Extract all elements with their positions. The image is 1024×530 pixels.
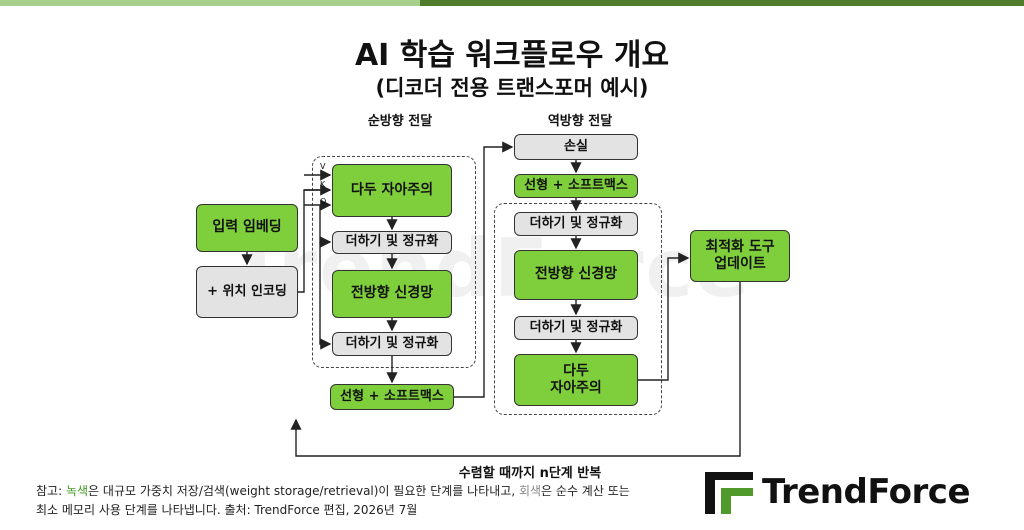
input-embedding-box: 입력 임베딩 [196, 204, 298, 252]
arrow-residual-2 [319, 242, 332, 350]
q-label: Q [320, 197, 327, 206]
footnote: 참고: 녹색은 대규모 가중치 저장/검색(weight storage/ret… [36, 482, 630, 520]
optimizer-line2: 업데이트 [714, 256, 766, 272]
top-accent-highlight [0, 0, 420, 6]
arrow-attn-to-optimizer [637, 252, 690, 381]
footnote-gray-word: 회색 [518, 484, 542, 498]
forward-addnorm-1: 더하기 및 정규화 [332, 231, 452, 254]
forward-decoder-group [312, 156, 476, 368]
backward-linear-softmax: 선형 + 소프트맥스 [514, 174, 638, 198]
loss-box: 손실 [514, 134, 638, 160]
backward-attention-box: 다두 자아주의 [514, 354, 638, 406]
forward-attention-box: 다두 자아주의 [332, 164, 452, 217]
forward-addnorm-2: 더하기 및 정규화 [332, 332, 452, 356]
top-accent-bar [0, 0, 1024, 6]
v-label: V [320, 162, 326, 171]
forward-output-linear-softmax: 선형 + 소프트맥스 [330, 384, 454, 410]
optimizer-update-box: 최적화 도구 업데이트 [690, 230, 790, 282]
optimizer-line1: 최적화 도구 [705, 238, 775, 255]
brand-name: TrendForce [762, 472, 971, 512]
page-title: AI 학습 워크플로우 개요 [354, 38, 670, 73]
loop-label: 수렴할 때까지 n단계 반복 [458, 466, 602, 481]
k-label: K [320, 180, 326, 189]
footnote-part1: 은 대규모 가중치 저장/검색(weight storage/retrieval… [88, 484, 519, 498]
arrow-output-to-loss [453, 141, 514, 398]
backward-ffn-box: 전방향 신경망 [514, 250, 638, 300]
page-subtitle: (디코더 전용 트랜스포머 예시) [375, 76, 649, 100]
arrow-loop-back [290, 282, 741, 457]
footnote-part2: 은 순수 계산 또는 [541, 484, 630, 498]
backward-attention-line1: 다두 [563, 362, 589, 379]
backward-addnorm-2: 더하기 및 정규화 [514, 316, 638, 340]
footnote-prefix: 참고: [36, 484, 66, 498]
backward-addnorm-1: 더하기 및 정규화 [514, 212, 638, 236]
footnote-line2: 최소 메모리 사용 단계를 나타냅니다. 출처: TrendForce 편집, … [36, 503, 418, 517]
backward-pass-label: 역방향 전달 [547, 114, 613, 129]
forward-pass-label: 순방향 전달 [367, 114, 433, 129]
forward-ffn-box: 전방향 신경망 [332, 270, 452, 318]
positional-encoding-box: + 위치 인코딩 [196, 266, 298, 318]
footnote-green-word: 녹색 [65, 484, 89, 498]
arrow-residual-1 [319, 205, 332, 248]
trendforce-logo-icon [705, 472, 753, 514]
backward-attention-line2: 자아주의 [550, 380, 602, 396]
